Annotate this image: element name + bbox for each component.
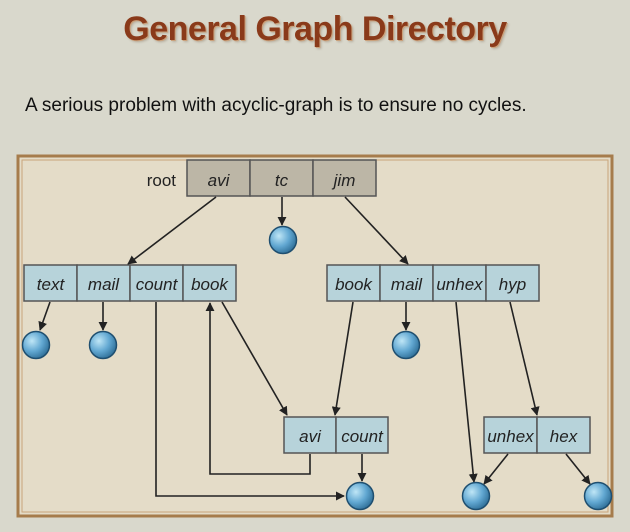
right-entry-unhex xyxy=(432,264,487,302)
edge-count-to-shared-file xyxy=(155,302,345,501)
edge-book-to-shared-dir xyxy=(221,301,288,416)
left-entry-mail-label: mail xyxy=(88,275,120,294)
right-entry-book-label: book xyxy=(335,275,373,294)
file-node-unhex xyxy=(461,481,491,511)
edge-cycle-avi-to-left-dir xyxy=(205,302,311,475)
left-entry-mail xyxy=(76,264,131,302)
edge-root-jim-to-right-dir xyxy=(344,196,409,265)
right-directory: book mail unhex hyp xyxy=(326,264,540,302)
left-entry-book-label: book xyxy=(191,275,229,294)
left-entry-text xyxy=(23,264,78,302)
page-subtitle: A serious problem with acyclic-graph is … xyxy=(25,95,527,116)
left-entry-book xyxy=(182,264,237,302)
diagram-panel xyxy=(16,154,614,518)
right-entry-hyp-label: hyp xyxy=(499,275,526,294)
left-entry-text-label: text xyxy=(37,275,66,294)
right-entry-book xyxy=(326,264,381,302)
root-entry-jim-label: jim xyxy=(332,171,356,190)
edge-root-avi-to-left-dir xyxy=(127,196,217,265)
hyp-entry-hex-label: hex xyxy=(550,427,578,446)
file-node-tc xyxy=(268,225,298,255)
file-node-text xyxy=(21,330,51,360)
right-entry-mail-label: mail xyxy=(391,275,423,294)
page-title: General Graph Directory xyxy=(123,10,507,48)
edge-unhex-to-file xyxy=(455,301,478,483)
right-entry-hyp xyxy=(485,264,540,302)
right-entry-mail xyxy=(379,264,434,302)
file-node-mail xyxy=(88,330,118,360)
root-label: root xyxy=(147,171,177,190)
file-node-right-mail xyxy=(391,330,421,360)
edge-right-book-to-shared-dir xyxy=(331,301,354,416)
left-directory: text mail count book xyxy=(23,264,237,302)
shared-directory: avi count xyxy=(283,416,389,454)
file-node-hex xyxy=(583,481,613,511)
right-entry-unhex-label: unhex xyxy=(436,275,483,294)
shared-entry-avi-label: avi xyxy=(299,427,322,446)
root-directory: avi tc jim xyxy=(186,159,377,197)
left-entry-count xyxy=(129,264,184,302)
root-entry-tc-label: tc xyxy=(275,171,289,190)
hyp-directory: unhex hex xyxy=(483,416,591,454)
file-node-shared-count xyxy=(345,481,375,511)
left-entry-count-label: count xyxy=(136,275,179,294)
hyp-entry-hex xyxy=(536,416,591,454)
edge-hyp-to-hyp-dir xyxy=(509,301,540,416)
root-entry-avi-label: avi xyxy=(208,171,231,190)
edge-text-to-file xyxy=(38,301,51,331)
root-entry-jim xyxy=(312,159,377,197)
edge-hyp-unhex-to-file xyxy=(483,453,509,485)
shared-entry-count xyxy=(335,416,389,454)
edge-hyp-hex-to-file xyxy=(565,453,591,485)
hyp-entry-unhex-label: unhex xyxy=(487,427,534,446)
shared-entry-count-label: count xyxy=(341,427,384,446)
shared-entry-avi xyxy=(283,416,337,454)
